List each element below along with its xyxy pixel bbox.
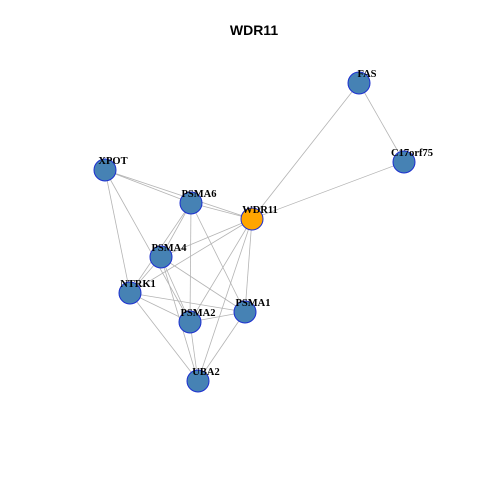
node-label-psma2: PSMA2 bbox=[181, 308, 216, 319]
edge-psma4-psma1 bbox=[160, 256, 246, 313]
node-label-fas: FAS bbox=[357, 69, 376, 80]
node-label-ntrk1: NTRK1 bbox=[120, 279, 156, 290]
node-c17orf75 bbox=[392, 150, 416, 174]
node-xpot bbox=[93, 158, 117, 182]
node-psma6 bbox=[179, 191, 203, 215]
node-psma4 bbox=[149, 245, 173, 269]
node-uba2 bbox=[186, 369, 210, 393]
edge-ntrk1-uba2 bbox=[129, 292, 199, 382]
edge-wdr11-uba2 bbox=[197, 218, 253, 382]
edge-psma6-psma2 bbox=[189, 202, 192, 323]
node-label-wdr11: WDR11 bbox=[242, 205, 278, 216]
node-psma1 bbox=[233, 300, 257, 324]
node-psma2 bbox=[178, 310, 202, 334]
edge-fas-c17orf75 bbox=[358, 82, 405, 163]
edge-ntrk1-psma1 bbox=[129, 292, 246, 313]
diagram-title: WDR11 bbox=[230, 22, 278, 38]
node-fas bbox=[347, 71, 371, 95]
edge-wdr11-ntrk1 bbox=[129, 218, 253, 294]
node-ntrk1 bbox=[118, 281, 142, 305]
edge-psma4-psma2 bbox=[160, 256, 191, 323]
node-label-psma6: PSMA6 bbox=[182, 189, 217, 200]
node-wdr11 bbox=[240, 207, 264, 231]
edge-wdr11-psma1 bbox=[244, 218, 253, 313]
edge-psma6-psma1 bbox=[190, 202, 246, 313]
node-label-psma4: PSMA4 bbox=[152, 243, 188, 254]
node-label-xpot: XPOT bbox=[98, 156, 127, 167]
node-label-c17orf75: C17orf75 bbox=[391, 148, 433, 159]
edge-xpot-ntrk1 bbox=[104, 169, 131, 294]
edge-xpot-psma6 bbox=[104, 169, 192, 204]
edge-xpot-wdr11 bbox=[104, 169, 253, 220]
edge-c17orf75-wdr11 bbox=[251, 161, 405, 220]
edge-psma1-uba2 bbox=[197, 311, 246, 382]
edge-wdr11-psma4 bbox=[160, 218, 253, 258]
edge-xpot-psma2 bbox=[104, 169, 191, 323]
node-label-psma1: PSMA1 bbox=[236, 298, 271, 309]
edge-layer bbox=[104, 82, 405, 382]
node-label-uba2: UBA2 bbox=[192, 367, 219, 378]
edge-fas-wdr11 bbox=[251, 82, 360, 220]
